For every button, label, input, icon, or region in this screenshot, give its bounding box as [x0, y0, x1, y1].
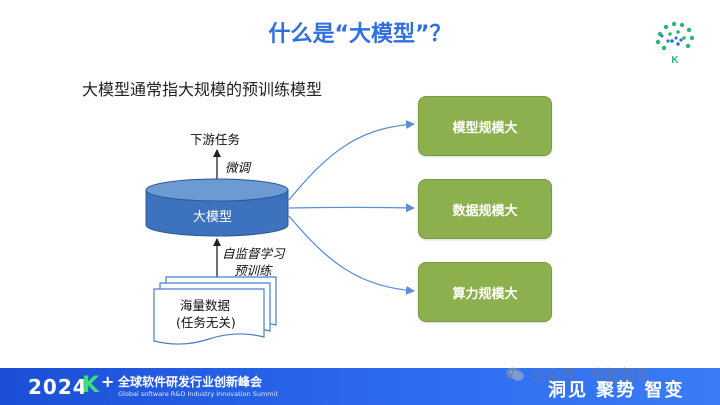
model-label: 大模型: [193, 210, 233, 225]
data-label-line2: (任务无关): [176, 315, 236, 330]
watermark-text: 公众号 · 中智凯灵: [531, 365, 651, 384]
logo-letter: K: [671, 55, 679, 66]
footer-summit-en: Global software R&D Industry Innovation …: [118, 390, 278, 398]
self-supervised-label: 自监督学习: [222, 246, 285, 261]
footer-slogan: 洞见 聚势 智变: [548, 380, 685, 401]
page-title: 什么是“大模型”？: [268, 22, 452, 47]
footer-year: 2024: [28, 375, 88, 399]
arrow-to-card-3: [288, 215, 415, 295]
arrow-to-card-1: [288, 120, 415, 201]
finetune-label: 微调: [225, 160, 251, 175]
card-label: 数据规模大: [452, 203, 518, 219]
brand-logo: K: [650, 14, 700, 66]
model-cylinder: [145, 178, 289, 237]
data-documents: [153, 276, 277, 345]
pretrain-label: 预训练: [234, 263, 272, 278]
footer-k: K: [82, 373, 100, 398]
footer-plus: +: [101, 372, 115, 391]
watermark: 公众号 · 中智凯灵: [505, 364, 650, 384]
page-subtitle: 大模型通常指大规模的预训练模型: [82, 80, 323, 99]
card-label: 模型规模大: [452, 120, 518, 136]
footer-summit-cn: 全球软件研发行业创新峰会: [118, 375, 263, 389]
downstream-task-label: 下游任务: [190, 132, 241, 147]
card-compute-scale: 算力规模大: [418, 262, 552, 322]
logo-dots: [655, 21, 695, 51]
card-data-scale: 数据规模大: [418, 179, 552, 239]
arrow-to-card-2: [288, 203, 415, 213]
wechat-icon: [506, 367, 524, 381]
card-label: 算力规模大: [452, 286, 518, 302]
card-model-scale: 模型规模大: [418, 96, 552, 156]
footer-banner: 2024 K + 全球软件研发行业创新峰会 Global software R&…: [0, 368, 720, 405]
data-label-line1: 海量数据: [180, 298, 231, 313]
